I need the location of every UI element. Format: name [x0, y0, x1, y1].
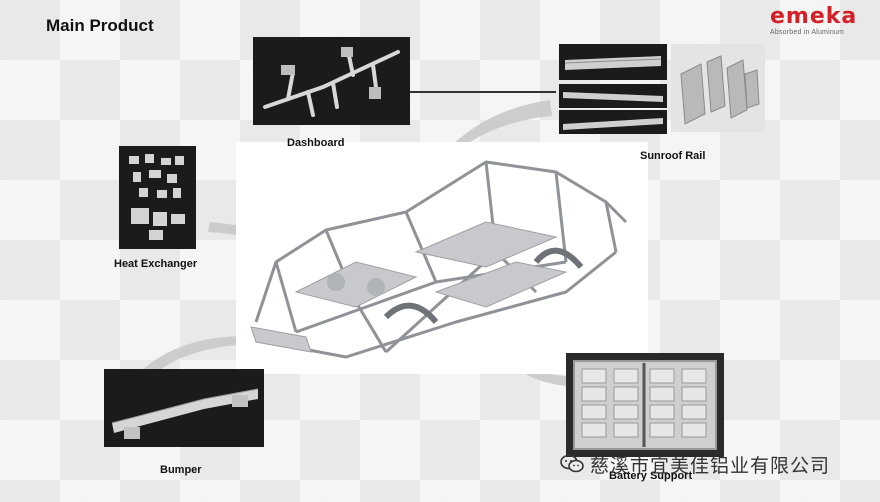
battery-tray-image [573, 360, 717, 450]
dashboard-label: Dashboard [287, 137, 345, 149]
sunroof-rail-photo-3 [559, 110, 667, 134]
bumper-photo [104, 369, 264, 447]
dashboard-beam-image [263, 47, 400, 117]
wechat-icon [560, 454, 584, 480]
heat-exchanger-label: Heat Exchanger [114, 258, 198, 270]
watermark-text: 慈溪市宜美佳铝业有限公司 [590, 456, 831, 477]
dashboard-photo [253, 37, 410, 125]
rail-profile-image [563, 92, 663, 102]
car-frame-illustration [236, 142, 648, 374]
battery-support-photo [566, 353, 724, 457]
heat-exchanger-photo [119, 146, 196, 249]
rail-extrusions-image [680, 55, 760, 125]
heat-exchanger-parts-image [129, 154, 185, 240]
company-logo: emeka Absorbed in Aluminum [770, 6, 874, 40]
logo-brand: emeka [770, 4, 858, 29]
sunroof-rail-label: Sunroof Rail [640, 150, 706, 162]
sunroof-rail-photo-2 [559, 84, 667, 108]
rail-profile-image [563, 118, 663, 130]
wechat-watermark: 慈溪市宜美佳铝业有限公司 [560, 451, 830, 480]
battery-support-label: Battery Support [609, 470, 693, 482]
bumper-label: Bumper [160, 464, 202, 476]
rail-profile-image [564, 56, 662, 70]
logo-tagline: Absorbed in Aluminum [770, 29, 845, 36]
sunroof-rail-photo-1 [559, 44, 667, 80]
slide-title: Main Product [46, 16, 154, 35]
sunroof-rail-photo-4 [671, 44, 765, 132]
bumper-beam-image [111, 388, 259, 439]
